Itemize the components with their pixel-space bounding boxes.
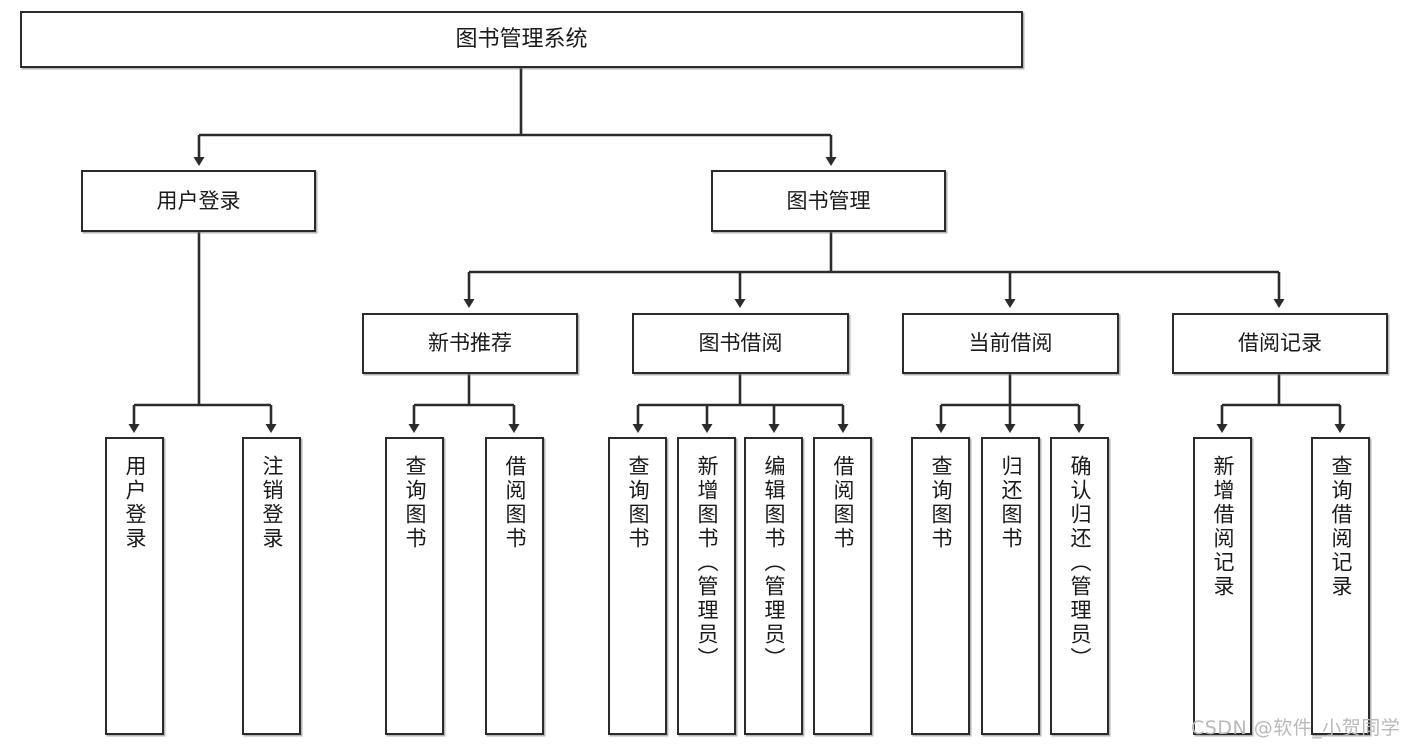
node-user-login-label: 用户登录: [156, 188, 241, 213]
node-leaf-confirm-return[interactable]: 确认归还（管理员）: [1050, 437, 1109, 735]
node-leaf-add-record-label: 新增借阅记录: [1211, 455, 1235, 599]
node-leaf-add-record[interactable]: 新增借阅记录: [1193, 437, 1252, 735]
node-root-system[interactable]: 图书管理系统: [20, 11, 1023, 68]
node-leaf-borrow-book-2[interactable]: 借阅图书: [813, 437, 872, 735]
node-leaf-add-book-label: 新增图书（管理员）: [695, 455, 719, 671]
node-borrow-record[interactable]: 借阅记录: [1172, 313, 1388, 374]
node-leaf-borrow-book-2-label: 借阅图书: [831, 455, 855, 551]
node-current-borrow[interactable]: 当前借阅: [902, 313, 1119, 374]
node-book-manage[interactable]: 图书管理: [711, 170, 946, 232]
node-leaf-logout[interactable]: 注销登录: [242, 437, 301, 735]
node-leaf-return-book-label: 归还图书: [999, 455, 1023, 551]
node-leaf-edit-book-label: 编辑图书（管理员）: [762, 455, 786, 671]
node-leaf-add-book[interactable]: 新增图书（管理员）: [677, 437, 736, 735]
node-current-borrow-label: 当前借阅: [968, 331, 1053, 356]
node-new-book-recommend-label: 新书推荐: [428, 331, 512, 356]
node-leaf-query-book-1-label: 查询图书: [403, 455, 427, 551]
node-leaf-logout-label: 注销登录: [260, 455, 284, 551]
node-leaf-query-record[interactable]: 查询借阅记录: [1311, 437, 1370, 735]
node-book-manage-label: 图书管理: [786, 188, 871, 213]
node-leaf-user-login[interactable]: 用户登录: [105, 437, 164, 735]
node-leaf-borrow-book-1-label: 借阅图书: [503, 455, 527, 551]
node-borrow-record-label: 借阅记录: [1238, 331, 1322, 356]
node-leaf-borrow-book-1[interactable]: 借阅图书: [485, 437, 544, 735]
node-leaf-confirm-return-label: 确认归还（管理员）: [1068, 455, 1092, 671]
node-leaf-query-book-1[interactable]: 查询图书: [385, 437, 444, 735]
node-root-system-label: 图书管理系统: [455, 26, 588, 52]
node-book-borrow-label: 图书借阅: [698, 331, 783, 356]
node-leaf-query-book-2[interactable]: 查询图书: [608, 437, 667, 735]
node-leaf-query-record-label: 查询借阅记录: [1329, 455, 1353, 599]
node-leaf-query-book-2-label: 查询图书: [626, 455, 650, 551]
node-leaf-user-login-label: 用户登录: [123, 455, 147, 551]
node-leaf-edit-book[interactable]: 编辑图书（管理员）: [744, 437, 803, 735]
node-book-borrow[interactable]: 图书借阅: [632, 313, 849, 374]
csdn-watermark: CSDN @软件_小贺同学: [1191, 717, 1401, 739]
node-user-login[interactable]: 用户登录: [81, 170, 316, 232]
node-leaf-query-book-3[interactable]: 查询图书: [911, 437, 970, 735]
node-leaf-query-book-3-label: 查询图书: [929, 455, 953, 551]
node-new-book-recommend[interactable]: 新书推荐: [362, 313, 578, 374]
node-leaf-return-book[interactable]: 归还图书: [981, 437, 1040, 735]
